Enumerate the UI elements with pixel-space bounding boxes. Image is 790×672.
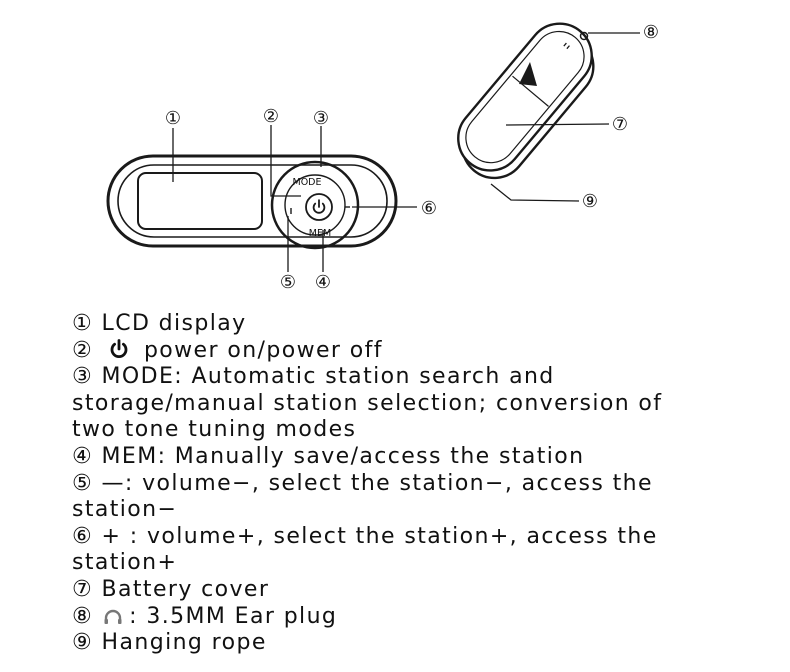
front-view	[106, 154, 398, 250]
battery-cover	[457, 22, 593, 172]
legend-num: ⑤	[72, 470, 94, 496]
legend-num: ④	[72, 443, 94, 469]
side-view	[457, 22, 595, 180]
callout-5: ⑤	[280, 272, 296, 293]
legend-item-4: ④ MEM: Manually save/access the station	[72, 444, 772, 471]
headphone-icon	[104, 609, 122, 624]
callout-6: ⑥	[421, 198, 437, 219]
control-ring-outer	[270, 160, 360, 250]
power-icon	[110, 338, 127, 358]
legend-item-6-cont: station+	[72, 550, 772, 577]
legend-num: ⑧	[72, 603, 94, 629]
legend-item-5-cont: station−	[72, 497, 772, 524]
radio-body-inner	[117, 164, 388, 238]
power-icon	[312, 199, 326, 214]
legend-text: power on/power off	[143, 337, 383, 363]
legend-item-7: ⑦ Battery cover	[72, 577, 772, 604]
legend-text: station−	[72, 497, 178, 523]
legend-text: Battery cover	[101, 576, 270, 602]
legend-text: MODE: Automatic station search and	[101, 364, 555, 390]
callout-8: ⑧	[643, 22, 659, 43]
front-leader-lines	[172, 125, 417, 272]
battery-cover-seam	[512, 75, 549, 107]
legend-text: : 3.5MM Ear plug	[129, 603, 338, 629]
callout-7: ⑦	[612, 114, 628, 135]
legend-text: two tone tuning modes	[72, 417, 357, 443]
legend-num: ⑥	[72, 523, 94, 549]
control-ring-inner	[284, 174, 346, 236]
legend-item-3-cont: storage/manual station selection; conver…	[72, 391, 772, 418]
legend-num: ①	[72, 311, 94, 336]
legend-text: —: volume−, select the station−, access …	[101, 470, 653, 496]
legend-num: ⑨	[72, 630, 94, 656]
mode-label: MODE	[293, 177, 322, 188]
callout-4: ④	[315, 272, 331, 293]
battery-cover-inner	[465, 30, 585, 164]
legend-item-5: ⑤ —: volume−, select the station−, acces…	[72, 471, 772, 498]
legend-text: MEM: Manually save/access the station	[101, 443, 585, 469]
legend-text: storage/manual station selection; conver…	[72, 390, 663, 416]
lcd-display	[137, 172, 263, 230]
power-button	[305, 193, 333, 221]
legend-list: ① LCD display ② power on/power off ③ MOD…	[72, 311, 772, 657]
legend-item-1: ① LCD display	[72, 311, 772, 338]
callout-1: ①	[165, 108, 181, 129]
legend-text: + : volume+, select the station+, access…	[101, 523, 658, 549]
legend-item-9: ⑨ Hanging rope	[72, 630, 772, 657]
callout-3: ③	[313, 108, 329, 129]
legend-item-6: ⑥ + : volume+, select the station+, acce…	[72, 524, 772, 551]
legend-num: ⑦	[72, 576, 94, 602]
legend-item-3: ③ MODE: Automatic station search and	[72, 364, 772, 391]
callout-9: ⑨	[582, 191, 598, 212]
callouts: ① ② ③ ④ ⑤ ⑥ ⑦ ⑧ ⑨	[165, 22, 659, 293]
legend-num: ③	[72, 364, 94, 390]
device-diagram: MODE MEM ① ② ③ ④ ⑤ ⑥ ⑦	[106, 22, 659, 293]
arrow-mark	[519, 62, 537, 86]
legend-text: Hanging rope	[101, 630, 267, 656]
mem-label: MEM	[309, 228, 331, 239]
legend-text: station+	[72, 550, 178, 576]
ear-plug-jack	[579, 31, 589, 41]
legend-item-3-cont: two tone tuning modes	[72, 417, 772, 444]
callout-2: ②	[263, 106, 279, 127]
side-leader-lines	[490, 32, 640, 202]
legend-item-8: ⑧ : 3.5MM Ear plug	[72, 604, 772, 631]
legend-item-2: ② power on/power off	[72, 338, 772, 365]
legend-num: ②	[72, 337, 94, 363]
radio-body-outer	[106, 154, 398, 248]
legend-text: LCD display	[101, 311, 247, 336]
